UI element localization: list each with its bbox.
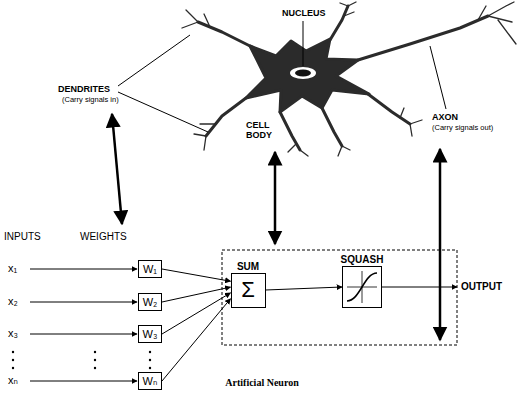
part-label: DENDRITES — [58, 84, 110, 94]
dendrite-branch — [182, 10, 210, 28]
part-note: (Carry signals out) — [432, 124, 493, 133]
ellipsis-dot — [94, 359, 96, 361]
column-heading: WEIGHTS — [80, 231, 127, 243]
node-heading: SUM — [237, 262, 259, 272]
node-text: W₁ — [143, 264, 157, 275]
correspondence-arrow — [274, 152, 277, 244]
weight-box: Wₙ — [138, 372, 162, 390]
neuron-boundary — [222, 250, 457, 345]
node-text: W₂ — [143, 297, 158, 308]
column-heading: INPUTS — [4, 231, 41, 243]
leader-line — [303, 21, 304, 66]
input-name: x₂ — [8, 295, 18, 308]
node-text: W₃ — [143, 329, 158, 340]
dendrite — [322, 108, 342, 146]
input-arrow — [30, 334, 137, 335]
leader-line — [118, 35, 190, 86]
node-text: Wₙ — [143, 376, 158, 387]
dendrite-branch — [194, 124, 216, 150]
output-arrow — [382, 287, 457, 288]
axon-terminal — [478, 2, 516, 44]
sigmoid-curve — [347, 273, 377, 301]
caption: Artificial Neuron — [225, 377, 298, 389]
dendrite-branch — [288, 144, 308, 156]
connector — [162, 269, 231, 281]
nucleus-outline — [290, 67, 316, 79]
ellipsis-dot — [94, 367, 96, 369]
dendrite — [330, 6, 348, 40]
squash-box: SQUASH — [342, 266, 382, 308]
input-name: x₁ — [8, 262, 17, 275]
input-name: xₙ — [8, 374, 18, 387]
weight-box: W₁ — [138, 260, 162, 278]
connector — [162, 299, 231, 381]
part-note: (Carry signals in) — [62, 96, 119, 105]
connector — [162, 293, 231, 334]
dendrite — [206, 98, 246, 136]
ellipsis-dot — [12, 367, 14, 369]
nucleus — [295, 70, 311, 77]
dendrite — [280, 112, 300, 150]
input-arrow — [30, 302, 137, 303]
sum-box: SUMΣ — [231, 273, 266, 308]
correspondence-arrow — [112, 114, 122, 224]
cell-body — [246, 39, 369, 112]
dendrite-branch — [400, 108, 422, 136]
ellipsis-dot — [149, 359, 151, 361]
input-arrow — [30, 381, 137, 382]
correspondence-arrow — [439, 149, 442, 340]
part-label: NUCLEUS — [282, 8, 326, 18]
axon — [358, 16, 488, 60]
part-label: AXON — [432, 112, 458, 122]
input-name: x₃ — [8, 327, 18, 340]
node-heading: SQUASH — [341, 255, 384, 265]
dendrite — [198, 22, 252, 47]
ellipsis-dot — [149, 367, 151, 369]
input-arrow — [30, 269, 137, 270]
leader-line — [118, 92, 208, 132]
node-text: Σ — [241, 279, 255, 301]
weight-box: W₃ — [138, 325, 162, 343]
leader-line — [430, 46, 446, 109]
connector — [266, 287, 343, 290]
dendrite-branch — [338, 146, 350, 156]
ellipsis-dot — [12, 359, 14, 361]
output-label: OUTPUT — [461, 281, 502, 293]
dendrite-branch — [340, 2, 356, 16]
ellipsis-dot — [12, 351, 14, 353]
weight-box: W₂ — [138, 293, 162, 311]
ellipsis-dot — [149, 351, 151, 353]
ellipsis-dot — [94, 351, 96, 353]
connector — [162, 287, 231, 302]
part-label: CELL BODY — [246, 120, 280, 141]
